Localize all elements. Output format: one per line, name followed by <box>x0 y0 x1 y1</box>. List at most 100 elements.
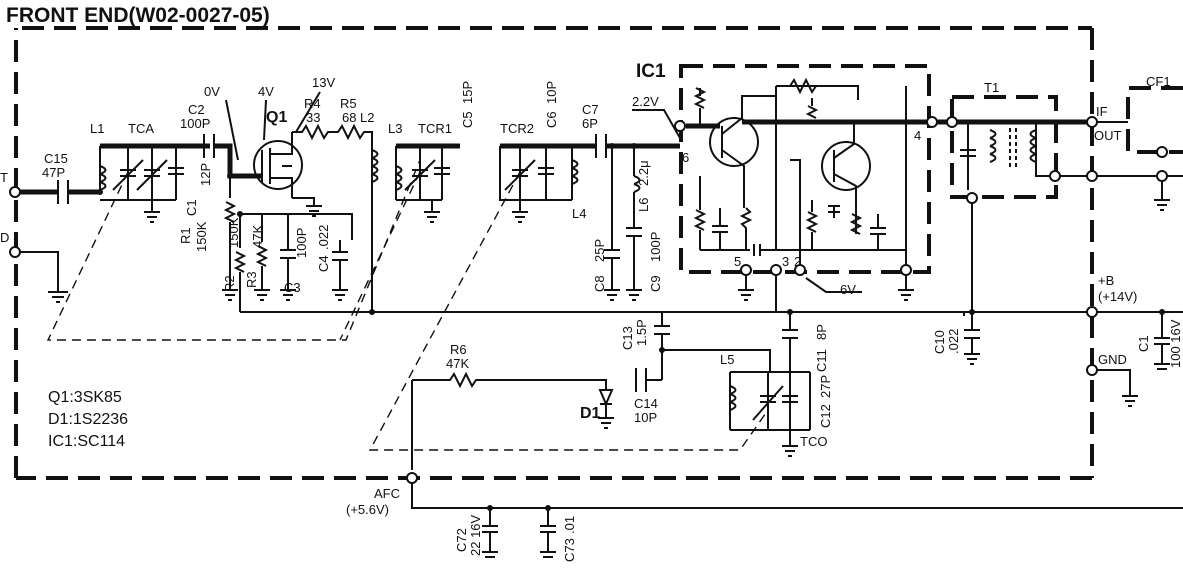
note-d1: D1:1S2236 <box>48 411 128 428</box>
c1b-label: C1 <box>1136 335 1151 352</box>
c7-label: C7 <box>582 102 599 117</box>
c72-label: C72 <box>454 528 469 552</box>
c12-label: C12 <box>818 404 833 428</box>
c72-value: 22 16V <box>468 514 483 556</box>
ic1-pin2-node <box>794 264 806 276</box>
if-label: IF <box>1096 104 1108 119</box>
c1b-value: 100 16V <box>1168 319 1183 368</box>
l6-label: L6 <box>636 198 651 212</box>
c5-label: C5 <box>460 111 475 128</box>
r2-label: R2 <box>222 275 237 292</box>
ic1-pin6-node <box>674 120 686 132</box>
pin2-label: 2 <box>794 254 801 269</box>
c1-value: 12P <box>198 163 213 186</box>
c12-value: 27P <box>818 375 833 398</box>
v6-label: 6V <box>840 282 856 297</box>
cf1-box <box>1126 86 1183 154</box>
r1-label: R1 <box>178 227 193 244</box>
v0-label: 0V <box>204 84 220 99</box>
schematic-title: FRONT END(W02-0027-05) <box>6 4 270 27</box>
note-q1: Q1:3SK85 <box>48 389 122 406</box>
r1-value: 150K <box>194 221 209 252</box>
c8-label: C8 <box>592 275 607 292</box>
afc-terminal[interactable] <box>406 472 418 484</box>
b-terminal[interactable] <box>1086 306 1098 318</box>
c8-value: 25P <box>592 239 607 262</box>
c10-value: .022 <box>946 329 961 354</box>
tcr1-label: TCR1 <box>418 121 452 136</box>
l4-label: L4 <box>572 206 586 221</box>
gang-link-c <box>368 171 769 451</box>
ic1-pin4-node <box>926 116 938 128</box>
ic1-box <box>679 64 931 274</box>
r5-label: R5 <box>340 96 357 111</box>
c14-value: 10P <box>634 410 657 425</box>
c15-label: C15 <box>44 151 68 166</box>
pin5-label: 5 <box>734 254 741 269</box>
c7-value: 6P <box>582 116 598 131</box>
c2-label: C2 <box>188 102 205 117</box>
ic1-pin5-node <box>740 264 752 276</box>
afc-voltage: (+5.6V) <box>346 502 389 517</box>
r6-value: 47K <box>446 356 469 371</box>
v4-label: 4V <box>258 84 274 99</box>
input-t-label: T <box>0 170 8 185</box>
note-ic1: IC1:SC114 <box>48 433 125 450</box>
c13-label: C13 <box>620 326 635 350</box>
c9-value: 100P <box>648 232 663 262</box>
c15-value: 47P <box>42 165 65 180</box>
cf1-label: CF1 <box>1146 74 1171 89</box>
c13-value: 1.5P <box>634 319 649 346</box>
gang-link-a <box>46 159 421 341</box>
d1-label: D1 <box>580 405 601 422</box>
v22-label: 2.2V <box>632 94 659 109</box>
r6-label: R6 <box>450 342 467 357</box>
b-label: +B <box>1098 273 1114 288</box>
pin4-label: 4 <box>914 128 921 143</box>
r5-value: 68 <box>342 110 356 125</box>
pin3-label: 3 <box>782 254 789 269</box>
c4-label: C4 <box>316 255 331 272</box>
ic1-transistor-a <box>709 117 759 167</box>
c9-label: C9 <box>648 275 663 292</box>
r2-value: 150K <box>226 217 241 248</box>
ic1-gnd-node <box>900 264 912 276</box>
input-d-terminal[interactable] <box>9 246 21 258</box>
r4-value: 33 <box>306 110 320 125</box>
c14-label: C14 <box>634 396 658 411</box>
c3-value: 100P <box>294 228 309 258</box>
c73-value: .01 <box>562 516 577 534</box>
out-label: OUT <box>1094 128 1122 143</box>
gnd-terminal[interactable] <box>1086 364 1098 376</box>
l5-label: L5 <box>720 352 734 367</box>
c1-label: C1 <box>184 199 199 216</box>
c11-label: C11 <box>814 349 829 372</box>
input-t-terminal[interactable] <box>9 186 21 198</box>
r3-value: 47K <box>250 225 265 248</box>
c73-label: C73 <box>562 538 577 562</box>
t1-label: T1 <box>984 80 999 95</box>
l1-label: L1 <box>90 121 104 136</box>
ic1-label: IC1 <box>636 61 666 82</box>
q1-label: Q1 <box>266 109 287 126</box>
module-border <box>14 26 1094 480</box>
c6-value: 10P <box>544 81 559 104</box>
c6-label: C6 <box>544 111 559 128</box>
l3-label: L3 <box>388 121 402 136</box>
l2-label: L2 <box>360 110 374 125</box>
c11-value: 8P <box>814 324 829 340</box>
tca-label: TCA <box>128 121 154 136</box>
c5-value: 15P <box>460 81 475 104</box>
c2-value: 100P <box>180 116 210 131</box>
c4-value: .022 <box>316 225 331 250</box>
afc-label: AFC <box>374 486 400 501</box>
tcr2-label: TCR2 <box>500 121 534 136</box>
r4-label: R4 <box>304 96 321 111</box>
gnd-label: GND <box>1098 352 1127 367</box>
c10-label: C10 <box>932 330 947 354</box>
tco-label: TCO <box>800 434 827 449</box>
v13-label: 13V <box>312 75 335 90</box>
input-d-label: D <box>0 230 9 245</box>
gang-link-b <box>339 171 421 341</box>
